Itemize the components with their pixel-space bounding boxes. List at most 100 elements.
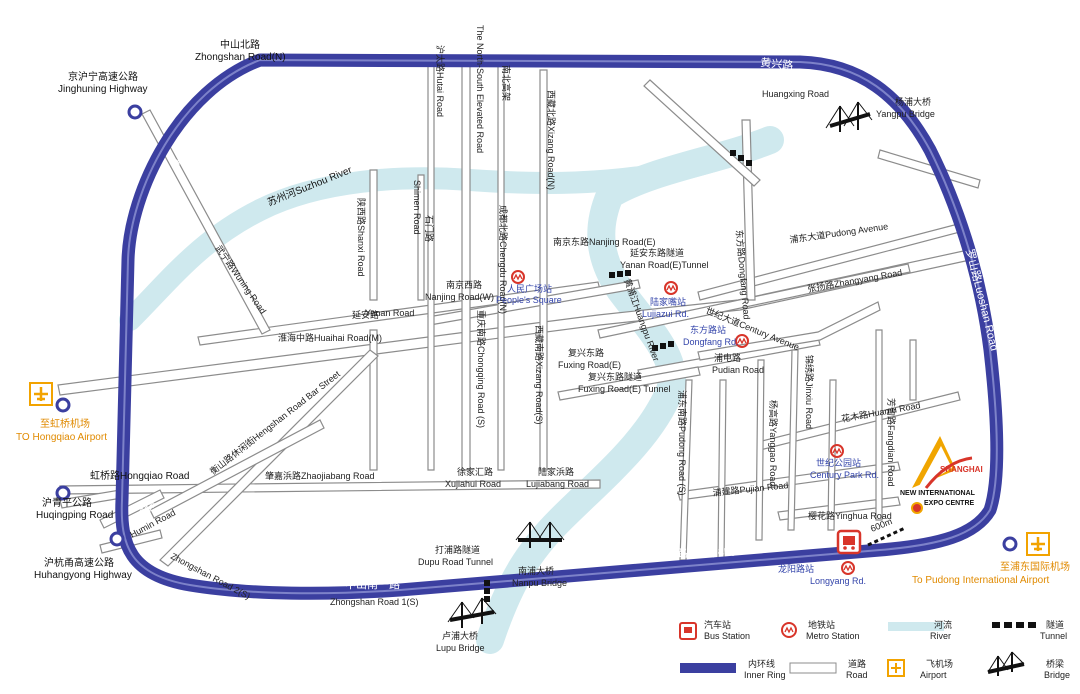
bus-station-icon <box>836 529 862 555</box>
pudian-cn: 浦电路 <box>714 352 741 363</box>
dongfang-stn-en: Dongfang Rd. <box>683 337 739 347</box>
legend-airport-icon <box>887 659 905 677</box>
yanan-tunnel-cn: 延安东路隧道 <box>630 247 684 258</box>
roads <box>57 59 981 654</box>
expo-name-1: SHANGHAI <box>940 465 983 474</box>
huqingping-cn: 沪青平公路 <box>42 496 92 509</box>
longyang-stn-en: Longyang Rd. <box>810 576 866 586</box>
yangpu-en: Yangpu Bridge <box>876 109 935 119</box>
zhongshan-n-cn: 中山北路 <box>220 38 260 51</box>
legend-river-en: River <box>930 631 951 641</box>
fuxing-tunnel-en: Fuxing Road(E) Tunnel <box>578 384 671 394</box>
legend-bus-cn: 汽车站 <box>704 619 731 630</box>
metro-station-icon <box>735 334 749 348</box>
bridge-icon <box>447 597 497 628</box>
legend-tunnel-en: Tunnel <box>1040 631 1067 641</box>
huqingping-en: Huqingping Road <box>36 510 113 521</box>
legend-tunnel-swatch <box>992 622 1036 628</box>
legend-metro-icon <box>781 622 797 638</box>
legend-ring-en: Inner Ring <box>744 670 786 680</box>
metro-station-icon <box>511 270 525 284</box>
lujiazui-en: Lujiazui Rd. <box>642 309 689 319</box>
longyang-stn-cn: 龙阳路站 <box>778 563 814 574</box>
pudong-ave-label: 浦东大道Pudong Avenue <box>789 220 889 245</box>
fuxing-cn: 复兴东路 <box>568 347 604 358</box>
lupu-en: Lupu Bridge <box>436 643 485 653</box>
xujiahui-cn: 徐家汇路 <box>457 466 493 477</box>
legend-road-en: Road <box>846 670 868 680</box>
fuxing-en: Fuxing Road(E) <box>558 360 621 370</box>
bridge-icon <box>825 101 873 132</box>
zhongshan-n-en: Zhongshan Road(N) <box>195 52 286 63</box>
huhangyong-cn: 沪杭甬高速公路 <box>44 556 114 569</box>
yanan-tunnel-en: Yanan Road(E)Tunnel <box>620 260 709 270</box>
lujiabang-cn: 陆家浜路 <box>538 466 574 477</box>
yanggao-label: 杨高路Yanggao Road <box>768 400 779 486</box>
legend-bus-icon <box>679 622 697 640</box>
legend-river-swatch <box>888 622 944 631</box>
marker-dot-icon <box>127 104 143 120</box>
jinxiu-label: 锦绣路Jinxiu Road <box>804 355 815 429</box>
century-park-cn: 世纪公园站 <box>816 457 861 468</box>
legend-bridge-cn: 桥梁 <box>1046 658 1064 669</box>
chongqing-label: 重庆南路Chongqing Road (S) <box>476 310 487 428</box>
yangpu-cn: 杨浦大桥 <box>895 96 931 107</box>
nanjing-w-cn: 南京西路 <box>446 279 482 290</box>
expo-name-3: EXPO CENTRE <box>924 500 975 507</box>
peoples-sq-cn: 人民广场站 <box>507 283 552 294</box>
metro-station-icon <box>830 444 844 458</box>
legend-river-cn: 河流 <box>934 619 952 630</box>
legend-bridge-icon <box>987 651 1025 676</box>
yanan-rd-en: Yanan Road <box>365 308 414 318</box>
legend-ring-swatch <box>680 663 736 673</box>
nsev-en: The North-South Elevated Road <box>475 25 485 153</box>
xizang-n-label: 西藏北路Xizang Road(N) <box>546 90 557 190</box>
expo-centre-logo: SHANGHAI NEW INTERNATIONAL EXPO CENTRE <box>900 436 983 514</box>
shimen-cn: 石门路 <box>424 215 435 242</box>
jinghuning-en: Jinghuning Highway <box>58 84 148 95</box>
hongqiao-airport-cn: 至虹桥机场 <box>40 417 90 430</box>
fuxing-tunnel-cn: 复兴东路隧道 <box>588 371 642 382</box>
metro-station-icon <box>841 561 855 575</box>
lupu-cn: 卢浦大桥 <box>442 630 478 641</box>
legend-bus-en: Bus Station <box>704 631 750 641</box>
jinghuning-cn: 京沪宁高速公路 <box>68 70 138 83</box>
legend: 汽车站 Bus Station 地铁站 Metro Station 河流 Riv… <box>679 619 1070 680</box>
marker-dot-icon <box>109 531 125 547</box>
legend-tunnel-cn: 隧道 <box>1046 619 1064 630</box>
expo-name-2: NEW INTERNATIONAL <box>900 490 976 497</box>
xizang-s-label: 西藏南路Xizang Road(S) <box>534 325 545 425</box>
shanxi-label: 陕西路Shanxi Road <box>356 198 367 277</box>
zhongshan-s1-en: Zhongshan Road 1(S) <box>330 597 419 607</box>
zhongshan-s1-ring-label: 中山南一路 <box>345 578 400 591</box>
lujiazui-cn: 陆家嘴站 <box>650 296 686 307</box>
xujiahui-en: Xujiahui Road <box>445 479 501 489</box>
hongqiao-airport-en: TO Hongqiao Airport <box>16 432 107 443</box>
legend-airport-en: Airport <box>920 670 947 680</box>
yanan-rd-cn: 延安路 <box>352 309 379 320</box>
nanpu-cn: 南浦大桥 <box>518 565 554 576</box>
legend-metro-en: Metro Station <box>806 631 860 641</box>
pudian-en: Pudian Road <box>712 365 764 375</box>
dupu-tunnel-cn: 打浦路隧道 <box>435 544 480 555</box>
legend-bridge-en: Bridge <box>1044 670 1070 680</box>
legend-metro-cn: 地铁站 <box>808 619 835 630</box>
dupu-tunnel-en: Dupu Road Tunnel <box>418 557 493 567</box>
century-park-en: Century Park Rd. <box>810 470 879 480</box>
chengdu-n-label: 成都北路Chengdu Road(N) <box>498 205 509 314</box>
wuning-label: 武宁路Wuning Road <box>213 243 269 316</box>
marker-dot-icon <box>55 397 71 413</box>
pudong-airport-en: To Pudong International Airport <box>912 575 1050 586</box>
nsev-cn: 南北高架 <box>501 65 512 101</box>
marker-dot-icon <box>1002 536 1018 552</box>
zhangyang-label: 张扬路Zhangyang Road <box>806 266 903 294</box>
hutai-label: 沪太路Hutai Road <box>435 45 446 117</box>
legend-road-swatch <box>789 662 837 674</box>
tunnels <box>484 150 752 602</box>
yinghua-label: 樱花路Yinghua Road <box>808 510 892 521</box>
legend-ring-cn: 内环线 <box>748 658 775 669</box>
nanjing-w-en: Nanjing Road(W) <box>425 292 494 302</box>
hongqiao-airport-icon <box>29 382 53 406</box>
fangdian-label: 芳甸路Fangdian Road <box>886 398 897 487</box>
